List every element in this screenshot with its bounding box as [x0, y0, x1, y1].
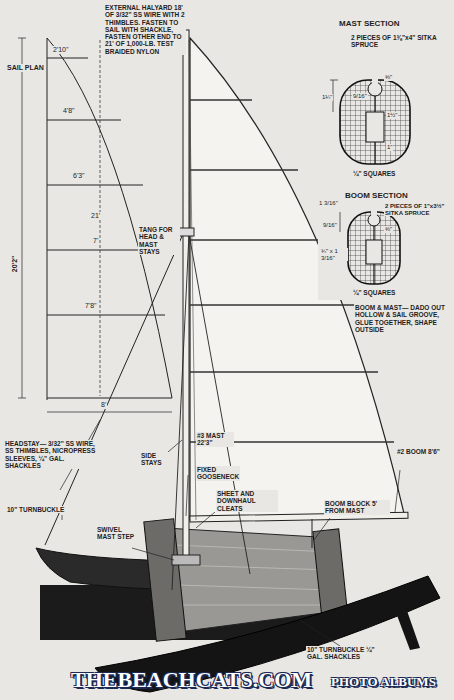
dimension: 7'8" — [84, 302, 98, 310]
headstay-note: HEADSTAY— 3/32" SS WIRE, SS THIMBLES, NI… — [4, 440, 98, 469]
sail-plan — [18, 38, 172, 412]
part-label: TANG FOR HEAD & MAST STAYS — [138, 226, 180, 255]
scale-note: ¼" SQUARES — [352, 289, 396, 296]
dimension: ⅜" — [384, 226, 393, 233]
dimension: 1¼" — [321, 94, 333, 101]
dimension: 8' — [100, 401, 107, 409]
part-label: BOOM BLOCK 5' FROM MAST — [324, 500, 390, 515]
watermark: PHOTO ALBUMS — [330, 675, 437, 690]
scale-note: ¼" SQUARES — [352, 170, 396, 177]
material-note: 2 PIECES OF 1"x3½" SITKA SPRUCE — [384, 203, 450, 216]
part-label: SIDE STAYS — [140, 452, 176, 467]
section-heading: BOOM SECTION — [344, 192, 409, 201]
part-label: FIXED GOOSENECK — [196, 466, 240, 481]
mast-section — [318, 18, 450, 188]
dimension: ⅜" — [384, 74, 393, 81]
hulls — [36, 519, 440, 692]
dimension: 1 3/16" — [318, 200, 339, 207]
construction-note: BOOM & MAST— DADO OUT HOLLOW & SAIL GROO… — [354, 304, 446, 333]
dimension: 2'10" — [52, 46, 70, 54]
section-heading: SAIL PLAN — [6, 64, 45, 72]
dimension: 6'3" — [72, 172, 86, 180]
material-note: 2 PIECES OF 1⅜"x4" SITKA SPRUCE — [350, 34, 448, 49]
boom-section — [318, 190, 450, 300]
dimension: 9/16" — [322, 222, 338, 229]
part-label: 10" TURNBUCKLE — [6, 506, 65, 513]
dimension: 1" — [386, 144, 393, 151]
dimension: 9/16" — [352, 93, 368, 100]
watermark: THEBEACHCATS.COM — [70, 668, 313, 693]
dimension: ¾" x 1 3/16" — [320, 248, 348, 261]
section-heading: MAST SECTION — [338, 20, 400, 29]
part-label: SWIVEL MAST STEP — [96, 526, 142, 541]
dimension: 20'2" — [11, 255, 19, 274]
part-label: 10" TURNBUCKLE ¼" GAL. SHACKLES — [306, 646, 392, 661]
dimension: 1½" — [386, 112, 398, 119]
part-label: #2 BOOM 8'6" — [396, 448, 448, 455]
dimension: 7' — [92, 237, 99, 245]
part-label: SHEET AND DOWNHAUL CLEATS — [216, 490, 278, 512]
halyard-note: EXTERNAL HALYARD 18' OF 3/32" SS WIRE WI… — [104, 4, 186, 55]
part-label: #3 MAST 22'3" — [196, 432, 234, 447]
dimension: 21' — [90, 212, 101, 220]
dimension: 4'8" — [62, 107, 76, 115]
